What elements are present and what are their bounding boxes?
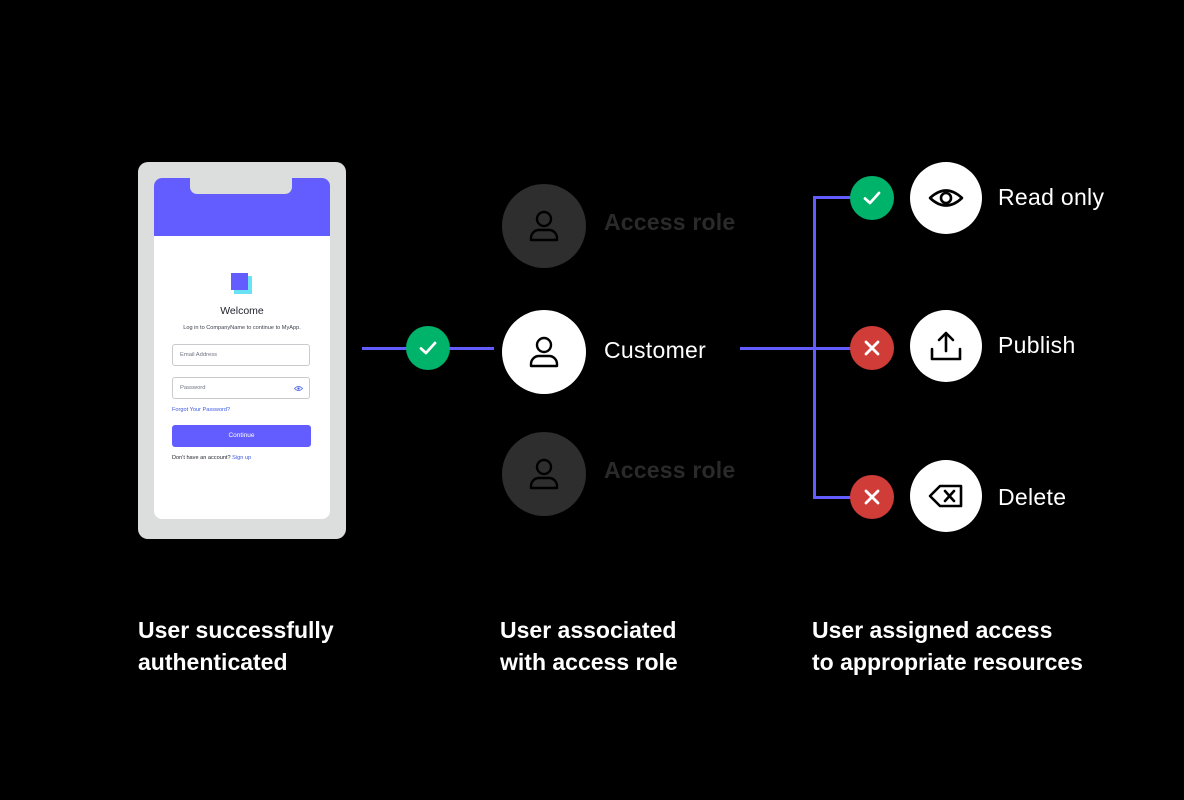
continue-button[interactable]: Continue [172,425,311,447]
signup-link[interactable]: Sign up [232,455,252,461]
check-icon [863,191,881,205]
signup-prompt: Don't have an account? [172,455,231,461]
connector-to-publish [813,347,873,350]
check-icon [419,341,437,355]
connector-to-delete [813,496,873,499]
x-icon [864,489,880,505]
caption-step-3: User assigned access to appropriate reso… [812,617,1083,675]
forgot-password-link[interactable]: Forgot Your Password? [172,407,231,413]
email-field[interactable]: Email Address [172,344,310,366]
connector-to-read [813,196,873,199]
phone-mockup: Welcome Log in to CompanyName to continu… [138,162,346,539]
publish-resource-circle [910,310,982,382]
auth-status-badge [406,326,450,370]
password-field[interactable]: Password [172,377,310,399]
connector-role-to-bus [740,347,816,350]
read-resource-circle [910,162,982,234]
role-label-customer: Customer [604,337,707,363]
caption-step-2: User associated with access role [500,617,678,675]
user-icon [529,458,559,490]
login-subtitle: Log in to CompanyName to continue to MyA… [183,325,301,331]
user-icon [529,210,559,242]
delete-status-badge [850,475,894,519]
show-password-icon[interactable] [294,385,303,392]
role-circle-bottom [502,432,586,516]
eye-icon [928,189,964,207]
signup-line: Don't have an account? Sign up [172,455,251,461]
role-circle-customer [502,310,586,394]
login-welcome-title: Welcome [220,305,264,317]
delete-resource-circle [910,460,982,532]
publish-status-badge [850,326,894,370]
email-placeholder: Email Address [180,352,218,358]
login-screen: Welcome Log in to CompanyName to continu… [154,178,330,519]
phone-notch [190,178,292,194]
role-circle-top [502,184,586,268]
user-icon [529,336,559,368]
resource-label-delete: Delete [998,484,1067,510]
upload-icon [930,331,962,361]
resource-label-read: Read only [998,184,1105,210]
password-placeholder: Password [180,385,206,391]
read-status-badge [850,176,894,220]
role-label-top: Access role [604,209,736,235]
caption-step-1: User successfully authenticated [138,617,334,675]
x-icon [864,340,880,356]
resource-label-publish: Publish [998,332,1076,358]
role-label-bottom: Access role [604,457,736,483]
app-logo-icon [231,273,252,294]
backspace-icon [928,484,963,508]
